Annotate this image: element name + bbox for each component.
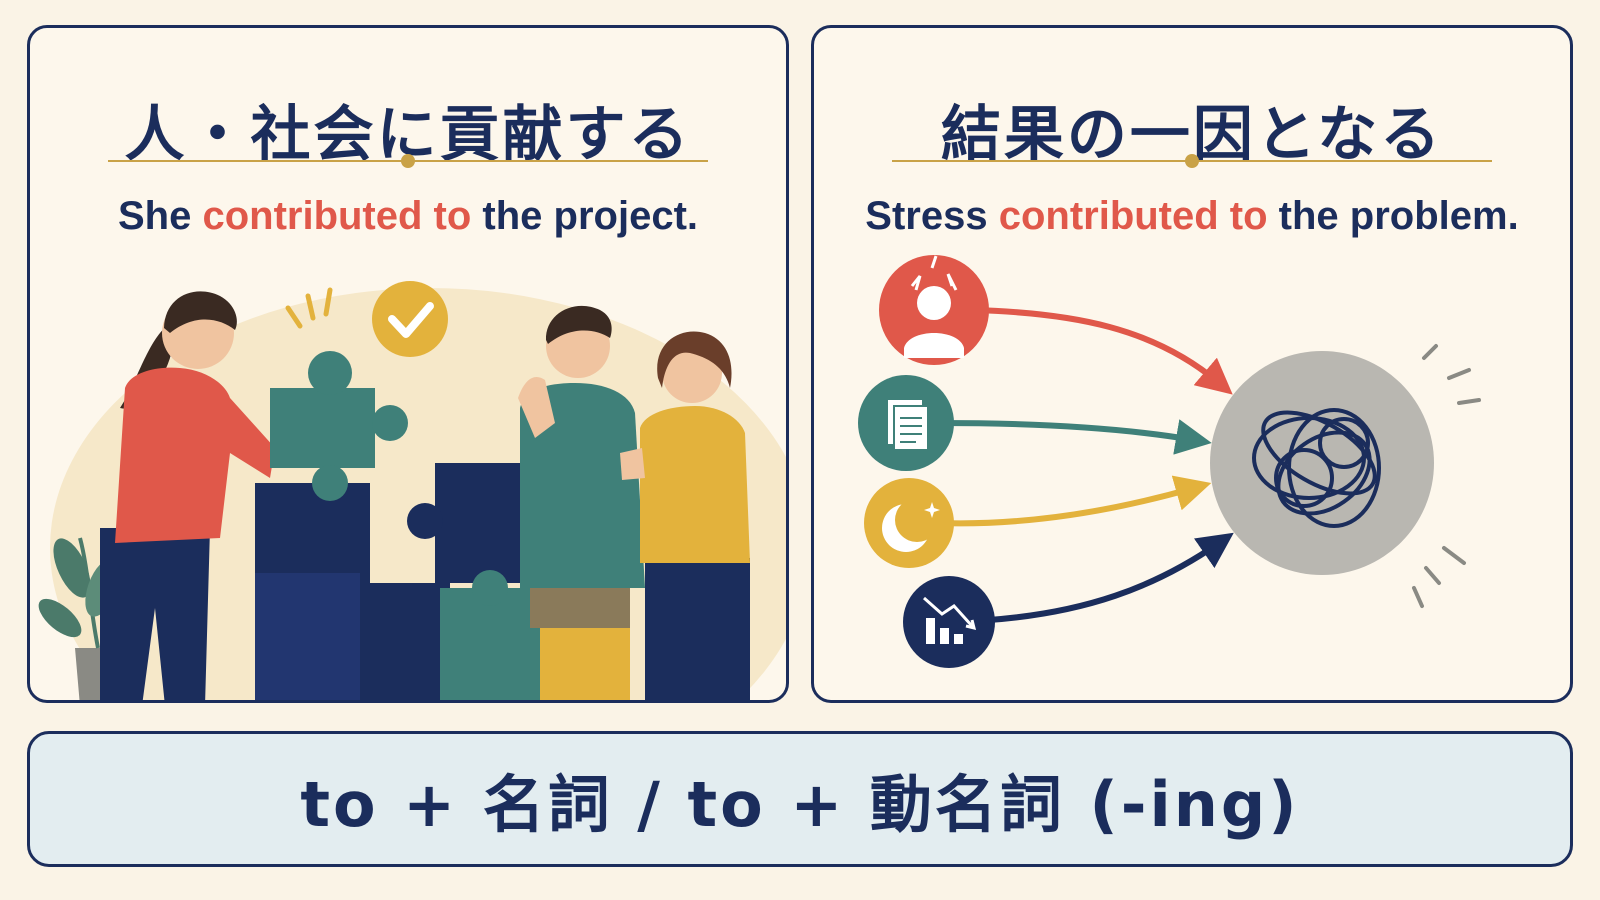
moon-icon [864, 478, 954, 568]
teamwork-illustration [38, 281, 786, 700]
person-woman-thumbs-up-icon [620, 331, 750, 700]
divider [108, 154, 708, 168]
causes-diagram [858, 255, 1481, 668]
sentence-post: the project. [471, 194, 699, 238]
declining-chart-icon [903, 576, 995, 668]
documents-icon [858, 375, 954, 471]
checkmark-icon [372, 281, 448, 357]
example-sentence: She contributed to the project. [30, 194, 786, 239]
person-woman-icon [100, 291, 298, 700]
person-man-icon [518, 305, 645, 628]
stressed-person-icon [879, 255, 989, 365]
sentence-highlight: contributed to [998, 194, 1268, 238]
sentence-highlight: contributed to [202, 194, 472, 238]
divider [892, 154, 1492, 168]
tangled-problem-icon [1210, 344, 1481, 608]
grammar-pattern-text: to + 名詞 / to + 動名詞 (-ing) [300, 768, 1300, 841]
divider-dot [401, 154, 415, 168]
sentence-post: the problem. [1267, 194, 1519, 238]
sentence-pre: She [117, 194, 203, 238]
panel-contributing-factor: 結果の一因となる Stress contributed to the probl… [811, 25, 1573, 703]
divider-dot [1185, 154, 1199, 168]
grammar-pattern-bar: to + 名詞 / to + 動名詞 (-ing) [27, 731, 1573, 867]
panel-contribute-society: 人・社会に貢献する She contributed to the project… [27, 25, 789, 703]
sentence-pre: Stress [865, 194, 999, 238]
example-sentence: Stress contributed to the problem. [814, 194, 1570, 239]
